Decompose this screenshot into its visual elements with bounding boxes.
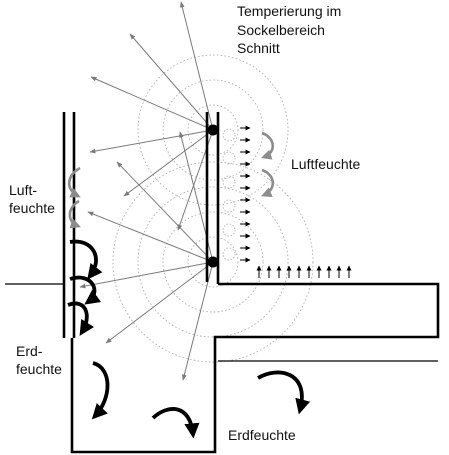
- wall-structure: [5, 112, 440, 454]
- airflow-arrows-floor: [256, 265, 352, 278]
- surface-moisture-circles: [222, 128, 236, 261]
- label-luftfeuchte-left: Luft- feuchte: [9, 181, 55, 217]
- label-luftfeuchte-right: Luftfeuchte: [291, 156, 361, 172]
- label-erdfeuchte-bottom: Erdfeuchte: [228, 427, 296, 443]
- ground-moisture-icon: [67, 239, 311, 439]
- label-erdfeuchte-left-line2: feuchte: [16, 361, 62, 377]
- label-erdfeuchte-left: Erd- feuchte: [16, 342, 62, 378]
- title-line-1: Temperierung im: [237, 3, 342, 19]
- title-line-2: Sockelbereich: [237, 21, 325, 38]
- label-luftfeuchte-left-line1: Luft-: [9, 182, 38, 198]
- label-erdfeuchte-left-line1: Erd-: [16, 343, 43, 359]
- heat-waves-upper: [137, 54, 289, 206]
- heat-rays-upper: [89, 1, 214, 231]
- heat-waves-lower: [112, 161, 314, 363]
- heat-rays-lower: [79, 131, 214, 381]
- title-line-3: Schnitt: [237, 40, 280, 56]
- airflow-arrows-wall: [240, 125, 251, 263]
- heat-source-lower: [207, 256, 219, 268]
- label-luftfeuchte-left-line2: feuchte: [9, 200, 55, 216]
- heat-source-upper: [207, 124, 219, 136]
- air-moisture-icon: [67, 131, 275, 229]
- diagram-title: Temperierung im Sockelbereich Schnitt: [237, 2, 341, 58]
- foundation-outline: [70, 282, 440, 454]
